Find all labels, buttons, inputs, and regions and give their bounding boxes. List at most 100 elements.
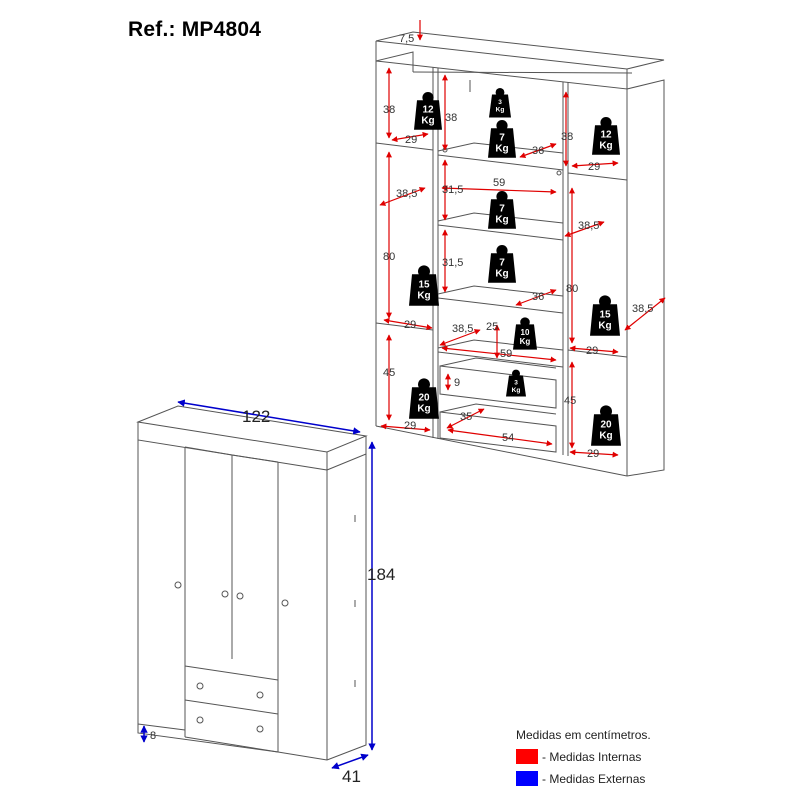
weight-unit: Kg: [520, 337, 531, 346]
internal-dimensions: [379, 20, 666, 458]
dim-mid-lower-h: 25: [486, 321, 498, 333]
drawer-knob: [196, 716, 204, 724]
legend-external-swatch: [516, 771, 538, 786]
weight-body: [590, 304, 620, 336]
dim-external-plinth: 8: [150, 730, 156, 742]
dim-left-lower-w: 29: [404, 420, 416, 432]
weight-body: [488, 199, 516, 229]
weight-body: [592, 125, 620, 155]
weight-unit: Kg: [495, 269, 508, 280]
drawer-knob: [256, 691, 264, 699]
door-knob: [281, 599, 289, 607]
weight-tags: 12Kg3Kg7Kg12Kg7Kg7Kg15Kg15Kg10Kg3Kg20Kg2…: [409, 87, 621, 446]
dim-mid-upper-h: 38: [445, 112, 457, 124]
weight-unit: Kg: [512, 387, 521, 394]
door-knob: [236, 592, 244, 600]
weight-body: [513, 324, 537, 350]
dim-mid-shelf2-h: 31,5: [442, 257, 463, 269]
weight-value: 12: [600, 130, 612, 141]
dim-right-mid-w: 29: [586, 345, 598, 357]
legend: Medidas em centímetros. - Medidas Intern…: [516, 728, 651, 786]
weight-value: 7: [499, 204, 505, 215]
weight-unit: Kg: [421, 116, 434, 127]
dim-mid-depth2: 36: [532, 291, 544, 303]
legend-internal-row: - Medidas Internas: [516, 749, 651, 764]
dim-external-depth: 41: [342, 767, 361, 786]
weight-unit: Kg: [599, 141, 612, 152]
external-dimension-labels: 122 184 41 8: [150, 407, 395, 786]
external-dimensions: [140, 399, 376, 770]
weight-tag-mid-hanger: 3Kg: [489, 87, 511, 118]
weight-tag-mid-upper: 7Kg: [488, 120, 516, 158]
dim-external-width: 122: [242, 407, 270, 426]
closed-wardrobe: [136, 405, 368, 761]
weight-body: [488, 253, 516, 283]
door-knob: [174, 581, 182, 589]
weight-value: 3: [514, 379, 518, 386]
legend-external-label: - Medidas Externas: [542, 771, 646, 786]
weight-value: 3: [498, 99, 502, 106]
wardrobe-hardware: [174, 581, 289, 733]
legend-internal-swatch: [516, 749, 538, 764]
dim-left-mid-depth: 38,5: [396, 188, 417, 200]
weight-unit: Kg: [417, 290, 430, 301]
dim-drawer-w: 54: [502, 432, 514, 444]
dim-external-height: 184: [367, 565, 395, 584]
dim-right-upper-w: 29: [588, 161, 600, 173]
drawer-knob: [256, 725, 264, 733]
weight-value: 12: [422, 105, 434, 116]
internal-dimension-labels: 7,5 38 29 38 36 38 29 38,5 80 29 59 31,5…: [383, 33, 653, 460]
drawer-knob: [196, 682, 204, 690]
weight-tag-mid-shelf2: 7Kg: [488, 245, 516, 283]
dim-right-upper-h: 38: [561, 131, 573, 143]
weight-body: [591, 414, 621, 446]
dim-right-lower-h: 45: [564, 395, 576, 407]
dim-left-mid-h: 80: [383, 251, 395, 263]
legend-internal-label: - Medidas Internas: [542, 749, 642, 764]
weight-unit: Kg: [599, 430, 612, 441]
dim-drawer-h: 9: [454, 377, 460, 389]
weight-unit: Kg: [417, 403, 430, 414]
dim-mid-lower-depth: 38,5: [452, 323, 473, 335]
dim-mid-lower-w: 59: [500, 348, 512, 360]
dim-side-depth: 38,5: [632, 303, 653, 315]
dim-left-lower-h: 45: [383, 367, 395, 379]
weight-value: 10: [521, 328, 530, 337]
dim-top-offset: 7,5: [399, 33, 414, 45]
weight-unit: Kg: [495, 215, 508, 226]
weight-unit: Kg: [496, 107, 505, 114]
dim-mid-shelf1-h: 31,5: [442, 184, 463, 196]
legend-external-row: - Medidas Externas: [516, 771, 651, 786]
weight-value: 20: [418, 392, 430, 403]
weight-unit: Kg: [495, 144, 508, 155]
dim-left-upper-w: 29: [405, 134, 417, 146]
legend-title: Medidas em centímetros.: [516, 728, 651, 742]
reference-title: Ref.: MP4804: [128, 18, 262, 41]
weight-value: 20: [600, 419, 612, 430]
weight-tag-mid-shelf1: 7Kg: [488, 191, 516, 229]
weight-value: 15: [418, 279, 430, 290]
dim-left-mid-w: 29: [404, 319, 416, 331]
weight-body: [409, 387, 439, 419]
weight-body: [489, 94, 511, 118]
weight-value: 7: [499, 133, 505, 144]
dim-left-upper-h: 38: [383, 104, 395, 116]
weight-body: [409, 274, 439, 306]
dim-right-lower-w: 29: [587, 448, 599, 460]
weight-value: 15: [599, 309, 611, 320]
weight-value: 7: [499, 258, 505, 269]
dim-right-mid-depth: 38,5: [578, 220, 599, 232]
weight-body: [506, 375, 526, 397]
door-knob: [221, 590, 229, 598]
dim-drawer-depth: 35: [460, 411, 472, 423]
dim-mid-w: 59: [493, 177, 505, 189]
weight-tag-drawer: 3Kg: [506, 369, 526, 397]
